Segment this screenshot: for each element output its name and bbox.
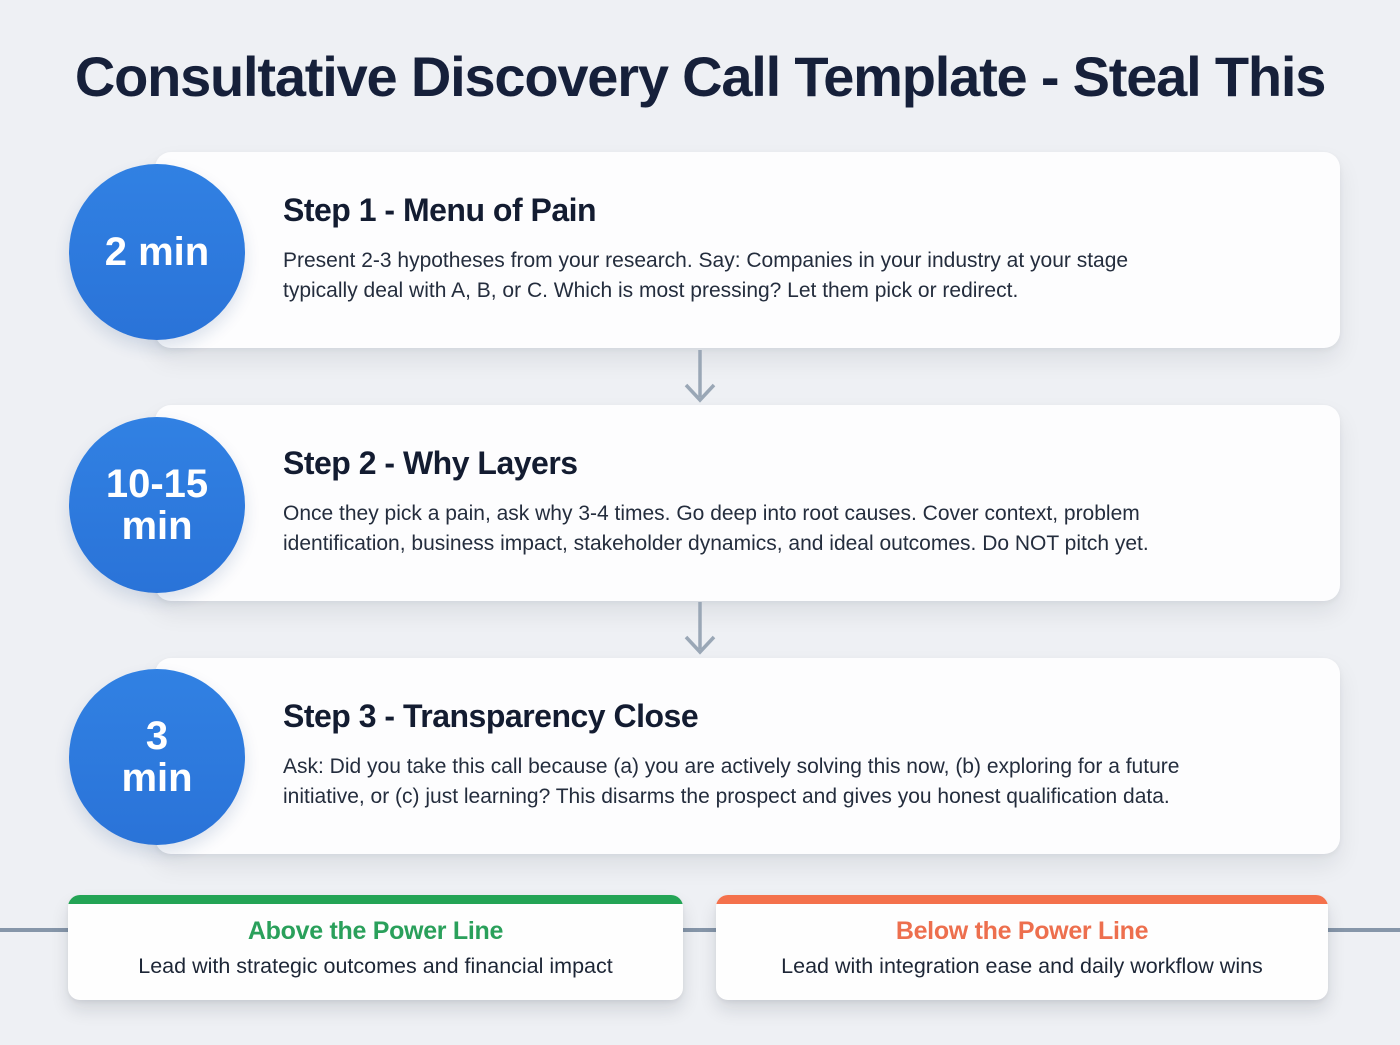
step-1-heading: Step 1 - Menu of Pain (283, 192, 597, 228)
above-power-line-accent-bar (68, 895, 683, 904)
step-1-card: Step 1 - Menu of Pain Present 2-3 hypoth… (155, 152, 1340, 348)
arrow-down-icon (684, 350, 716, 403)
power-line-divider (0, 928, 1400, 932)
step-2-heading: Step 2 - Why Layers (283, 445, 578, 481)
step-3-duration-label: 3 min (121, 714, 193, 800)
step-2-description: Once they pick a pain, ask why 3-4 times… (283, 502, 1149, 555)
below-power-line-card: Below the Power Line Lead with integrati… (716, 895, 1328, 1000)
step-3-description: Ask: Did you take this call because (a) … (283, 755, 1180, 808)
above-power-line-title: Above the Power Line (247, 917, 504, 945)
step-2-duration-badge: 10-15 min (69, 417, 245, 593)
above-power-line-description: Lead with strategic outcomes and financi… (138, 954, 613, 978)
step-2-card: Step 2 - Why Layers Once they pick a pai… (155, 405, 1340, 601)
above-power-line-card: Above the Power Line Lead with strategic… (68, 895, 683, 1000)
step-3-heading: Step 3 - Transparency Close (283, 698, 699, 734)
step-2-duration-label: 10-15 min (105, 462, 209, 548)
below-power-line-description: Lead with integration ease and daily wor… (781, 954, 1263, 978)
below-power-line-title: Below the Power Line (895, 917, 1149, 945)
step-3-card: Step 3 - Transparency Close Ask: Did you… (155, 658, 1340, 854)
page-title: Consultative Discovery Call Template - S… (74, 45, 1327, 108)
step-3-duration-badge: 3 min (69, 669, 245, 845)
step-1-duration-label: 2 min (104, 230, 210, 274)
arrow-down-icon (684, 602, 716, 655)
step-1-duration-badge: 2 min (69, 164, 245, 340)
step-1-description: Present 2-3 hypotheses from your researc… (283, 249, 1129, 302)
below-power-line-accent-bar (716, 895, 1328, 904)
